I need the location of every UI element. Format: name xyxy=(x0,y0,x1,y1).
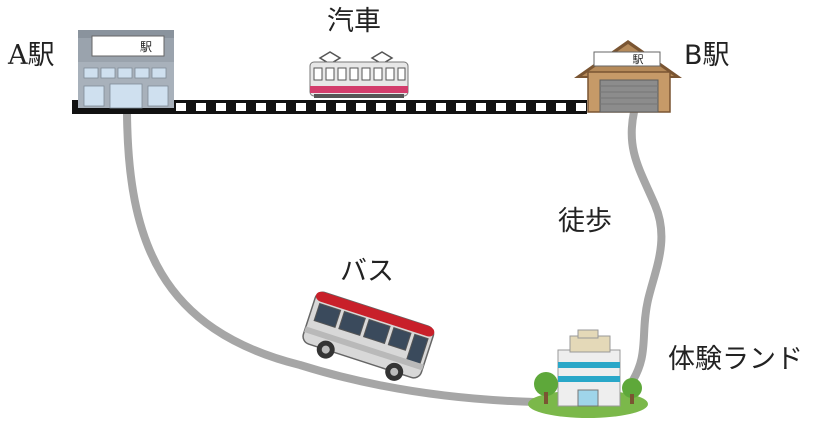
bus-label: バス xyxy=(340,256,394,287)
destination-label: 体験ランド xyxy=(668,344,803,375)
walk-label: 徒歩 xyxy=(558,206,612,237)
bus-route-path xyxy=(123,108,539,406)
station-b-house-icon xyxy=(574,40,682,113)
station-a-building-icon xyxy=(78,30,174,109)
station-b-sign-text: 駅 xyxy=(633,53,644,66)
walk-route-path xyxy=(626,108,666,389)
train-label: 汽車 xyxy=(327,6,381,37)
station-a-label: A駅 xyxy=(8,40,55,71)
station-b-label: B駅 xyxy=(684,40,730,71)
railway-track xyxy=(72,100,587,114)
station-a-sign-text: 駅 xyxy=(140,40,152,54)
destination-building-icon xyxy=(528,329,648,418)
bus-icon xyxy=(302,291,435,381)
train-car-icon xyxy=(309,51,409,98)
